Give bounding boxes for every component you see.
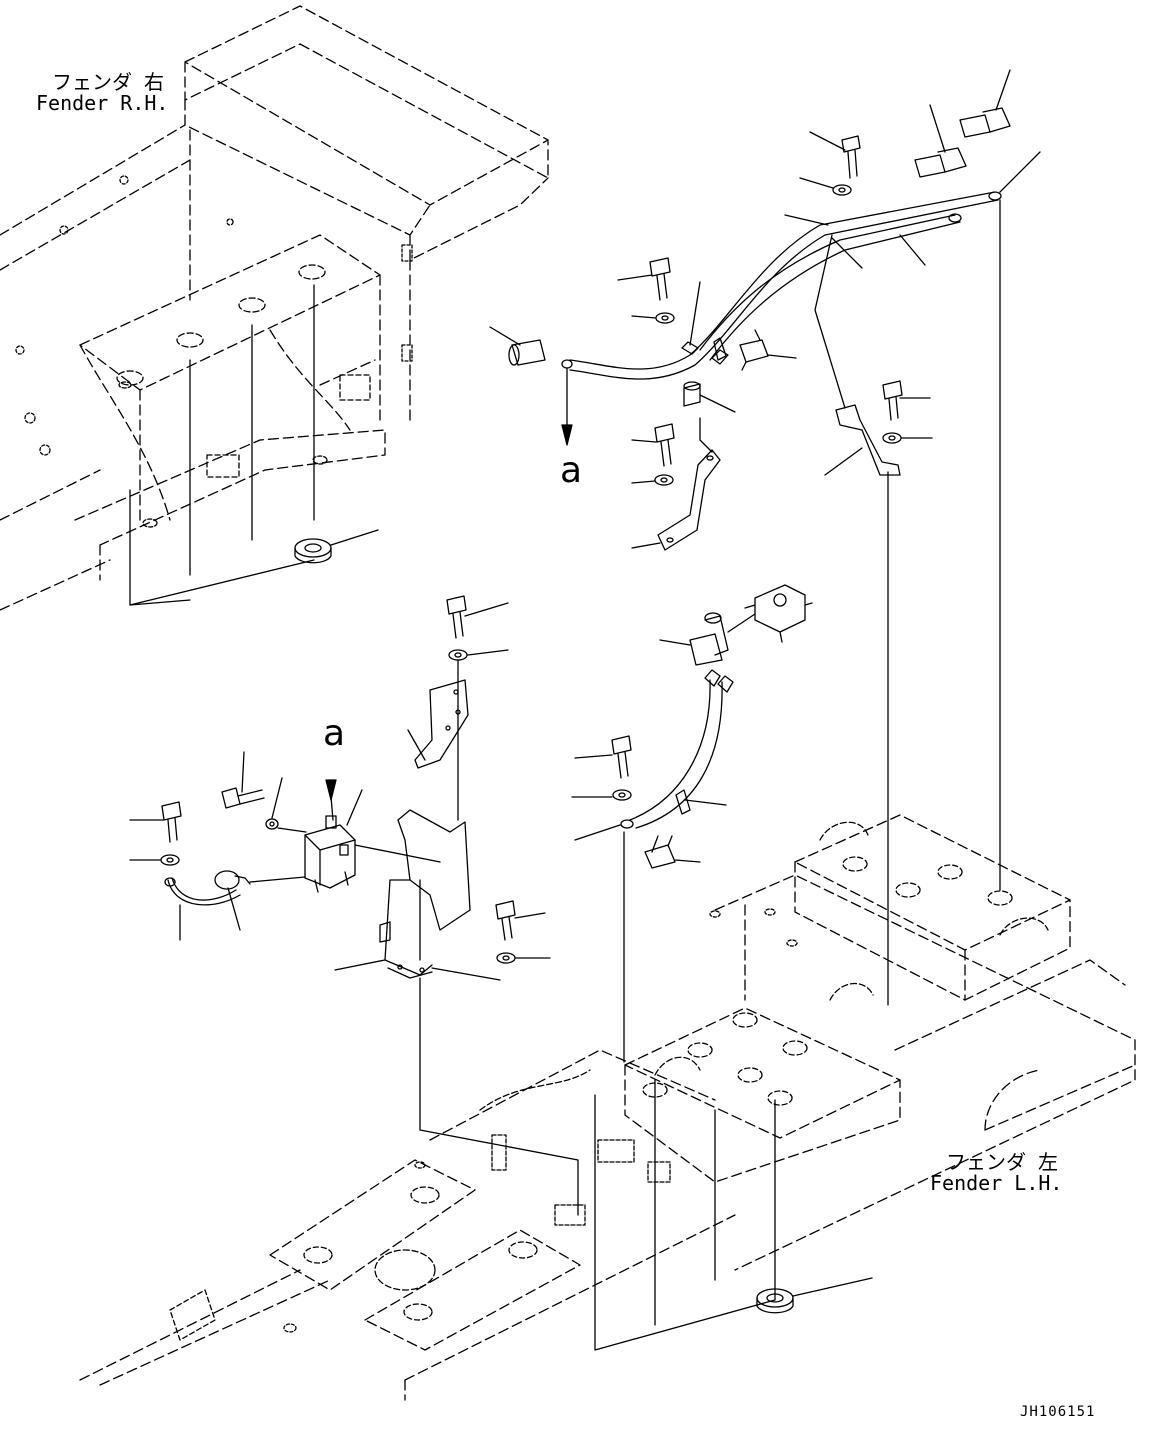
battery-cable-top	[489, 69, 1041, 1006]
fender-rh-label-en: Fender R.H.	[36, 91, 169, 115]
frame-right-assembly	[0, 5, 549, 611]
battery-left-assembly	[79, 814, 1136, 1401]
drawing-code: JH106151	[1020, 1404, 1096, 1420]
reference-mark-bottom: a	[323, 713, 346, 754]
battery-relay-assembly	[129, 595, 579, 1216]
battery-cable-middle	[571, 584, 813, 1063]
fender-rh-label-ja: フェンダ 右	[52, 70, 165, 94]
reference-mark-top: a	[560, 450, 583, 491]
fender-lh-label-en: Fender L.H.	[930, 1171, 1063, 1195]
fender-lh-label-ja: フェンダ 左	[946, 1150, 1059, 1174]
fender-rh-label: フェンダ 右 Fender R.H.	[36, 72, 168, 114]
fender-lh-label: フェンダ 左 Fender L.H.	[930, 1152, 1062, 1194]
